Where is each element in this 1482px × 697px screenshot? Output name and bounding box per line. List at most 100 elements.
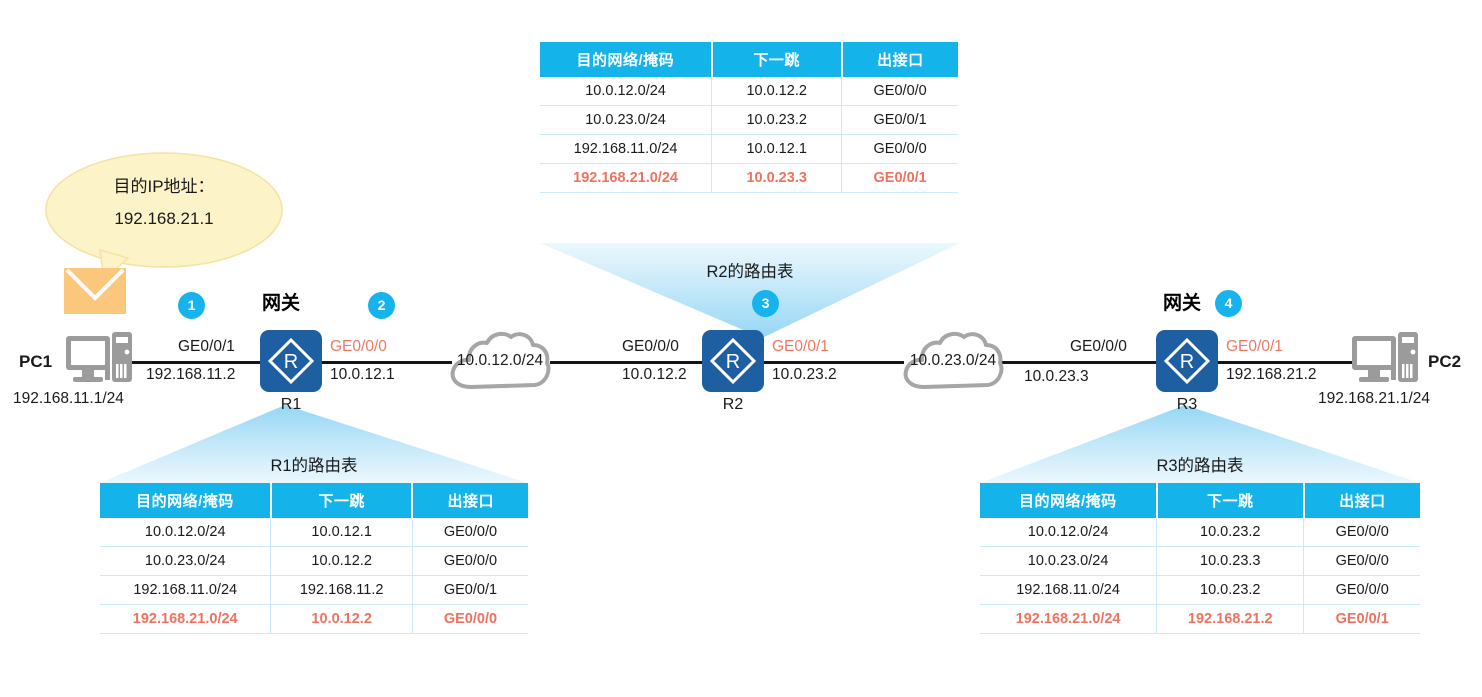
cell-network: 10.0.23.0/24 (540, 105, 713, 135)
router-r1-icon: R (260, 330, 322, 392)
table-row: 192.168.11.0/24 192.168.11.2 GE0/0/1 (100, 575, 528, 605)
cloud-network-2 (900, 325, 1006, 402)
pc2-ip: 192.168.21.1/24 (1318, 390, 1431, 407)
cell-nexthop: 10.0.23.3 (1156, 546, 1305, 576)
r3-left-ip: 10.0.23.3 (1024, 368, 1089, 385)
envelope-icon (64, 268, 126, 319)
router-r2-icon: R (702, 330, 764, 392)
table-row: 192.168.11.0/24 10.0.23.2 GE0/0/0 (980, 575, 1420, 605)
step-badge-4: 4 (1215, 290, 1242, 317)
router-r3-icon: R (1156, 330, 1218, 392)
cell-interface: GE0/0/0 (841, 134, 958, 164)
r2-left-ip: 10.0.12.2 (622, 366, 687, 383)
cell-network: 192.168.21.0/24 (980, 604, 1158, 634)
table-row-highlighted: 192.168.21.0/24 10.0.12.2 GE0/0/0 (100, 604, 528, 634)
cell-interface: GE0/0/1 (412, 575, 528, 605)
cell-interface: GE0/0/0 (412, 518, 528, 547)
cell-nexthop: 10.0.12.2 (270, 604, 413, 634)
cell-interface: GE0/0/0 (841, 77, 958, 106)
link-r2-cloud2 (764, 361, 904, 364)
col-network: 目的网络/掩码 (980, 483, 1158, 518)
table-row: 10.0.12.0/24 10.0.12.1 GE0/0/0 (100, 518, 528, 547)
r1-right-ip: 10.0.12.1 (330, 366, 395, 383)
fan-connector-r1 (100, 405, 528, 488)
cell-nexthop: 10.0.12.2 (270, 546, 413, 576)
col-interface: 出接口 (841, 42, 958, 77)
table-title-r1: R1的路由表 (270, 457, 358, 475)
cell-network: 192.168.21.0/24 (100, 604, 272, 634)
col-nexthop: 下一跳 (711, 42, 843, 77)
cloud-network-1 (447, 325, 553, 402)
table-row: 10.0.12.0/24 10.0.12.2 GE0/0/0 (540, 77, 958, 106)
router-r1-name: R1 (280, 396, 302, 413)
cell-interface: GE0/0/1 (841, 105, 958, 135)
svg-text:R: R (284, 351, 298, 373)
cell-nexthop: 192.168.11.2 (270, 575, 413, 605)
cell-network: 192.168.11.0/24 (980, 575, 1158, 605)
cloud-label-1: 10.0.12.0/24 (456, 352, 544, 369)
pc1-ip: 192.168.11.1/24 (13, 390, 124, 407)
table-row: 10.0.23.0/24 10.0.23.3 GE0/0/0 (980, 546, 1420, 576)
col-network: 目的网络/掩码 (100, 483, 272, 518)
link-pc1-r1 (130, 361, 260, 364)
cell-nexthop: 10.0.23.2 (1156, 518, 1305, 547)
cell-network: 10.0.23.0/24 (100, 546, 272, 576)
link-cloud2-r3 (996, 361, 1156, 364)
step-badge-3: 3 (752, 290, 779, 317)
gateway-label-r1: 网关 (262, 293, 301, 314)
cell-nexthop: 10.0.12.1 (270, 518, 413, 547)
routing-table-r2: 目的网络/掩码 下一跳 出接口 10.0.12.0/24 10.0.12.2 G… (540, 42, 958, 193)
cell-nexthop: 10.0.23.3 (711, 163, 843, 193)
cell-network: 10.0.12.0/24 (100, 518, 272, 547)
routing-table-r1: 目的网络/掩码 下一跳 出接口 10.0.12.0/24 10.0.12.1 G… (100, 483, 528, 634)
svg-text:R: R (1180, 351, 1194, 373)
callout-text: 目的IP地址： 192.168.21.1 (44, 172, 284, 229)
cell-nexthop: 10.0.12.2 (711, 77, 843, 106)
cell-interface: GE0/0/1 (1303, 604, 1420, 634)
r1-right-interface: GE0/0/0 (330, 338, 387, 355)
step-badge-2: 2 (368, 292, 395, 319)
link-r1-cloud1 (322, 361, 452, 364)
col-network: 目的网络/掩码 (540, 42, 713, 77)
cell-network: 10.0.23.0/24 (980, 546, 1158, 576)
callout-line-2: 192.168.21.1 (114, 209, 214, 228)
table-header-row: 目的网络/掩码 下一跳 出接口 (540, 42, 958, 77)
r2-right-interface: GE0/0/1 (772, 338, 829, 355)
r1-left-ip: 192.168.11.2 (146, 366, 236, 383)
col-nexthop: 下一跳 (270, 483, 414, 518)
cell-network: 192.168.21.0/24 (540, 163, 713, 193)
cell-nexthop: 192.168.21.2 (1156, 604, 1305, 634)
cell-network: 192.168.11.0/24 (100, 575, 272, 605)
r3-right-ip: 192.168.21.2 (1226, 366, 1317, 383)
r3-left-interface: GE0/0/0 (1070, 338, 1127, 355)
cell-interface: GE0/0/0 (412, 546, 528, 576)
step-badge-1: 1 (178, 292, 205, 319)
table-header-row: 目的网络/掩码 下一跳 出接口 (100, 483, 528, 518)
cloud-label-2: 10.0.23.0/24 (909, 352, 997, 369)
r2-left-interface: GE0/0/0 (622, 338, 679, 355)
table-row: 192.168.11.0/24 10.0.12.1 GE0/0/0 (540, 134, 958, 164)
cell-nexthop: 10.0.23.2 (711, 105, 843, 135)
cell-nexthop: 10.0.12.1 (711, 134, 843, 164)
r2-right-ip: 10.0.23.2 (772, 366, 837, 383)
cell-interface: GE0/0/0 (412, 604, 528, 634)
link-cloud1-r2 (550, 361, 702, 364)
gateway-label-r3: 网关 (1163, 293, 1202, 314)
table-row: 10.0.12.0/24 10.0.23.2 GE0/0/0 (980, 518, 1420, 547)
svg-text:R: R (726, 351, 740, 373)
cell-interface: GE0/0/0 (1303, 518, 1420, 547)
table-title-r2: R2的路由表 (706, 263, 794, 281)
col-interface: 出接口 (412, 483, 528, 518)
table-row: 10.0.23.0/24 10.0.23.2 GE0/0/1 (540, 105, 958, 135)
link-r3-pc2 (1218, 361, 1352, 364)
col-nexthop: 下一跳 (1156, 483, 1305, 518)
router-r3-name: R3 (1176, 396, 1198, 413)
cell-interface: GE0/0/0 (1303, 546, 1420, 576)
r3-right-interface: GE0/0/1 (1226, 338, 1283, 355)
pc1-name: PC1 (19, 352, 53, 371)
router-r2-name: R2 (722, 396, 744, 413)
fan-connector-r3 (980, 405, 1420, 488)
cell-nexthop: 10.0.23.2 (1156, 575, 1305, 605)
cell-network: 192.168.11.0/24 (540, 134, 713, 164)
r1-left-interface: GE0/0/1 (178, 338, 235, 355)
